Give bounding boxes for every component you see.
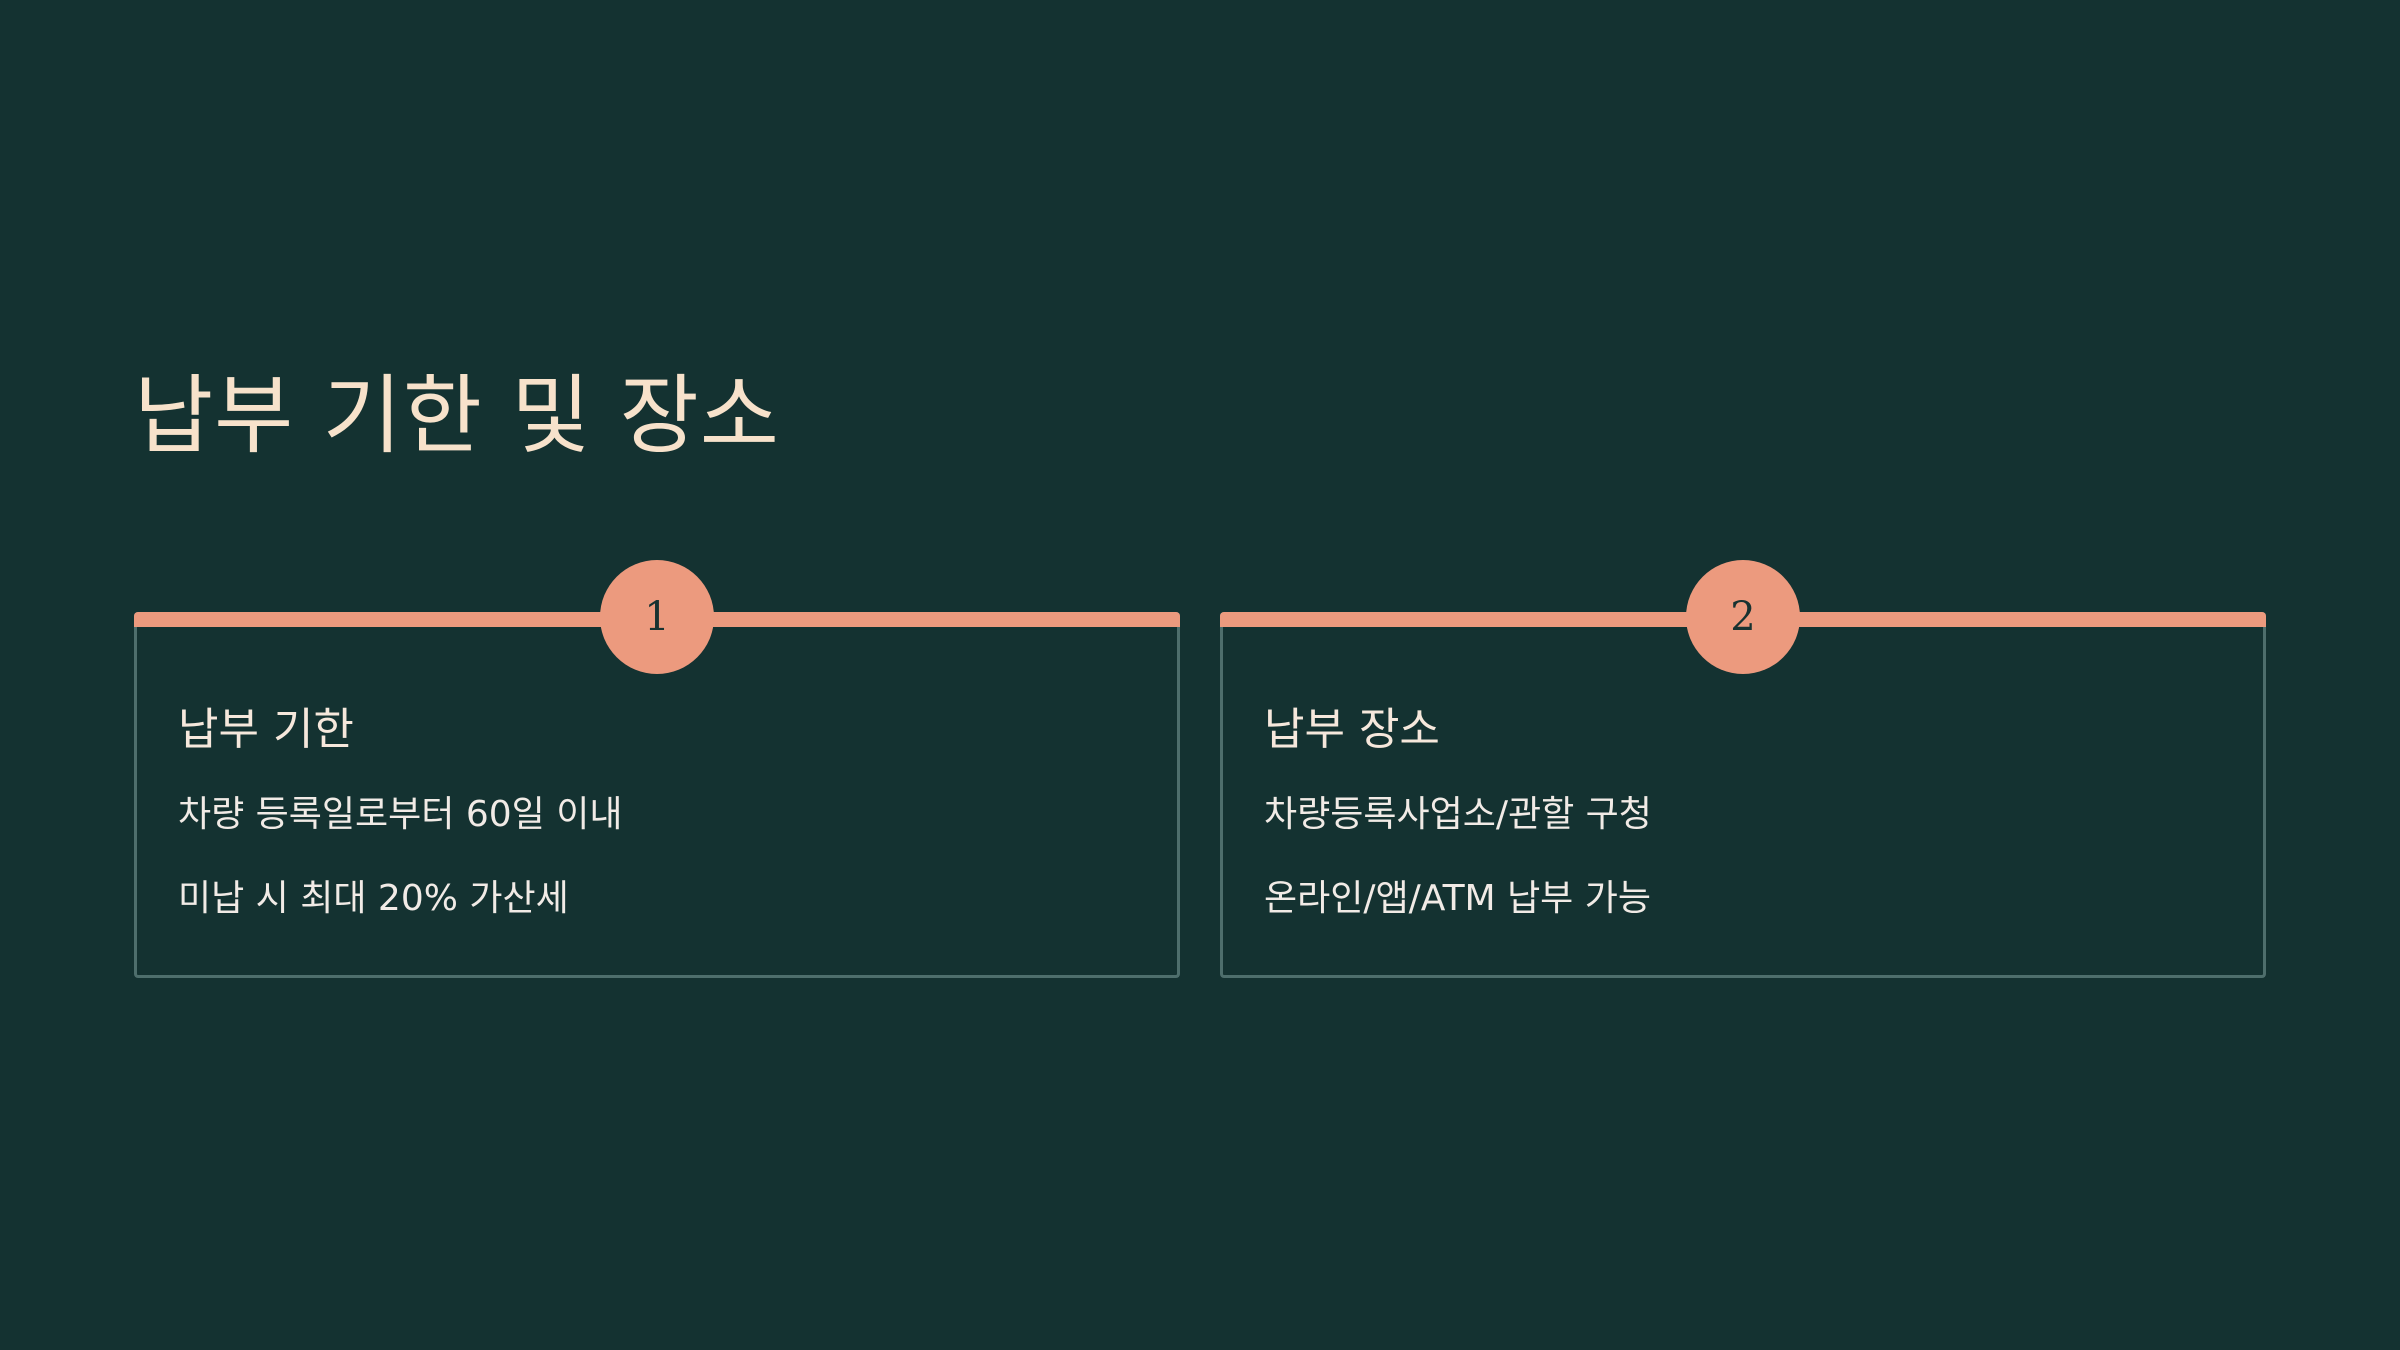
card-text-line: 차량등록사업소/관할 구청	[1264, 794, 1652, 835]
card-payment-deadline: 1 납부 기한 차량 등록일로부터 60일 이내 미납 시 최대 20% 가산세	[134, 560, 1180, 978]
card-text-line: 미납 시 최대 20% 가산세	[178, 878, 569, 919]
card-number-badge: 2	[1686, 560, 1800, 674]
card-text-line: 차량 등록일로부터 60일 이내	[178, 794, 623, 835]
card-heading: 납부 장소	[1264, 704, 1440, 755]
card-number-badge: 1	[600, 560, 714, 674]
card-heading: 납부 기한	[178, 704, 354, 755]
card-text-line: 온라인/앱/ATM 납부 가능	[1264, 878, 1651, 919]
page-title: 납부 기한 및 장소	[134, 366, 780, 466]
card-payment-place: 2 납부 장소 차량등록사업소/관할 구청 온라인/앱/ATM 납부 가능	[1220, 560, 2266, 978]
